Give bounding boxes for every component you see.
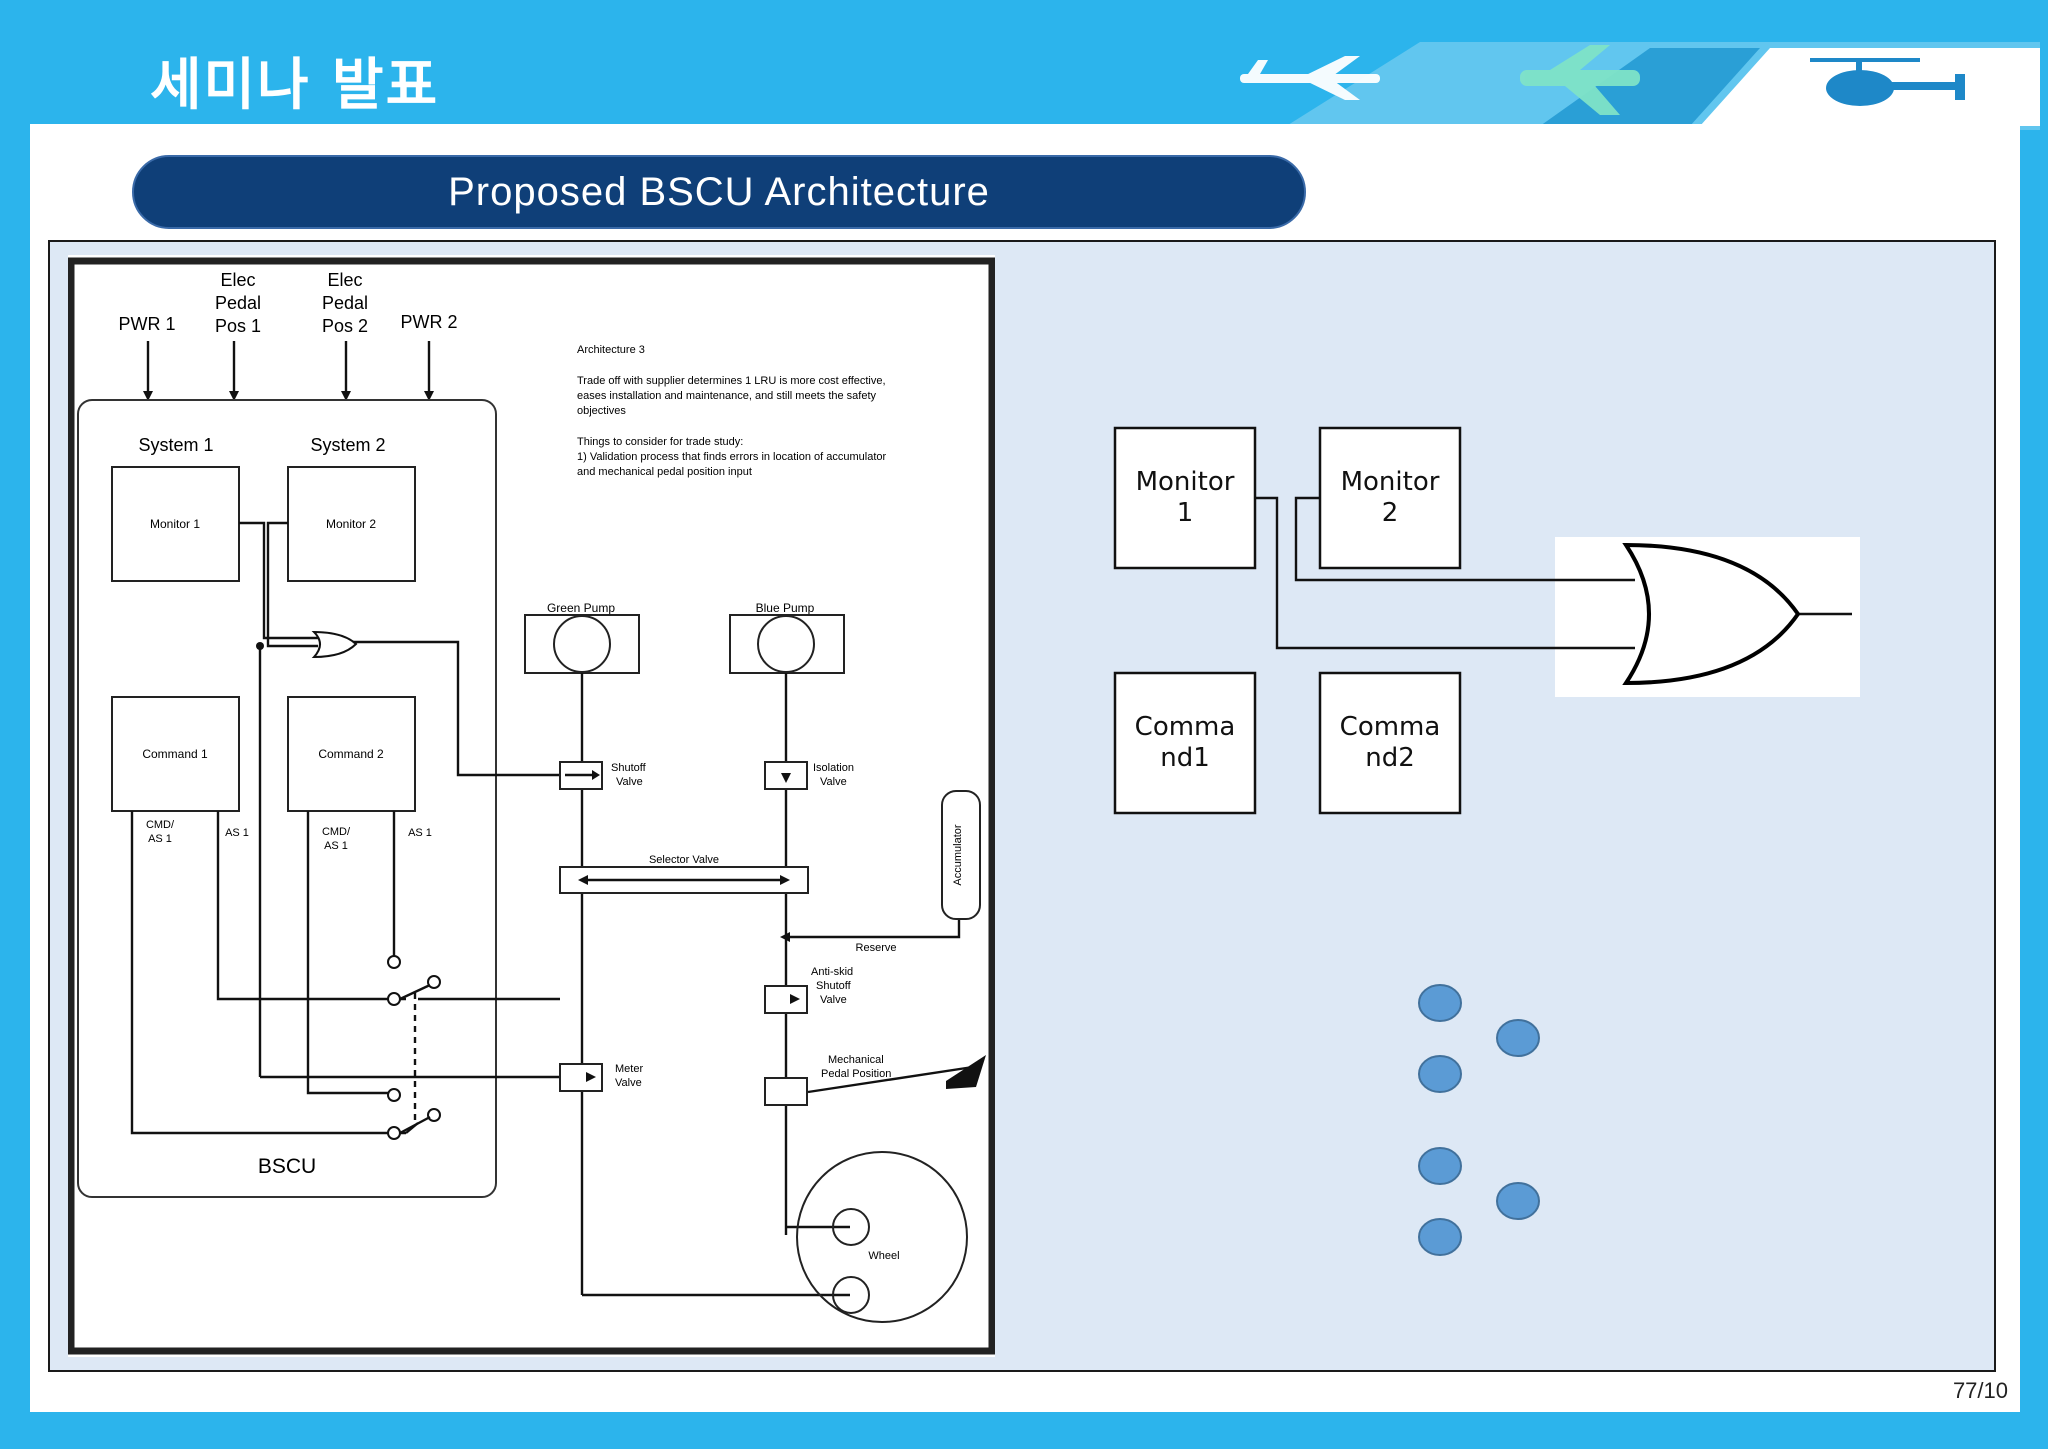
circle-5 <box>1496 1182 1540 1220</box>
circle-3 <box>1418 1055 1462 1093</box>
monitor-wires <box>1255 496 1852 650</box>
monitor2-label: Monitor 2 <box>1340 467 1440 528</box>
helicopter-icon <box>1810 58 1965 106</box>
label-cmd-as-1b: AS 1 <box>148 833 172 845</box>
blue-pump-icon <box>757 615 815 673</box>
circle-2 <box>1496 1019 1540 1057</box>
scan-monitor1-label: Monitor 1 <box>150 517 200 531</box>
meter-valve-box <box>559 1063 603 1092</box>
label-mechanical-1: Mechanical <box>828 1054 884 1066</box>
label-cmd-as-1a: CMD/ <box>146 819 175 831</box>
input-arrowheads <box>143 391 434 401</box>
or-gate <box>1622 542 1801 686</box>
title-banner <box>132 155 1306 229</box>
command2-label: Comma nd2 <box>1339 712 1441 773</box>
page-number: 77/10 <box>1952 1378 2008 1403</box>
mechanical-pedal-box <box>764 1077 808 1106</box>
notes-para2-line1: Things to consider for trade study: <box>577 436 743 448</box>
scan-command1-label: Command 1 <box>142 747 208 761</box>
monitor1-box <box>1113 426 1257 570</box>
command1-label: Comma nd1 <box>1134 712 1236 773</box>
label-elec1-line3: Pos 1 <box>215 316 261 336</box>
label-accumulator: Accumulator <box>952 824 964 885</box>
switch-arms <box>399 983 431 1135</box>
label-isolation-2: Valve <box>820 776 847 788</box>
notes-heading: Architecture 3 <box>577 344 645 356</box>
label-green-pump: Green Pump <box>547 601 615 615</box>
label-shutoff-1: Shutoff <box>611 762 647 774</box>
blue-pump-box <box>729 614 845 674</box>
scan-or-gate <box>311 630 358 659</box>
antiskid-valve-box <box>764 985 808 1014</box>
label-pwr1: PWR 1 <box>118 314 175 334</box>
label-elec1-line2: Pedal <box>215 293 261 313</box>
scan-command2-box <box>287 696 416 812</box>
label-bscu: BSCU <box>258 1155 316 1178</box>
circle-1 <box>1418 984 1462 1022</box>
input-arrows <box>146 341 431 395</box>
slide-title: 세미나 발표 <box>150 53 440 118</box>
scan-command1-box <box>111 696 240 812</box>
notes-para1-line2: eases installation and maintenance, and … <box>577 390 877 402</box>
scan-switches <box>387 955 441 1140</box>
label-elec2-line3: Pos 2 <box>322 316 368 336</box>
label-pwr2: PWR 2 <box>400 312 457 332</box>
label-blue-pump: Blue Pump <box>756 601 815 615</box>
label-antiskid-3: Valve <box>820 994 847 1006</box>
banner-title: Proposed BSCU Architecture <box>448 170 990 214</box>
label-meter-1: Meter <box>615 1063 643 1075</box>
wheel-icon <box>796 1151 968 1323</box>
green-pump-box <box>524 614 640 674</box>
label-as1-b: AS 1 <box>408 827 432 839</box>
label-mechanical-2: Pedal Position <box>821 1068 891 1080</box>
circle-group <box>1418 984 1540 1256</box>
label-isolation-1: Isolation <box>813 762 854 774</box>
pedal-icon <box>946 1055 986 1089</box>
circle-4 <box>1418 1147 1462 1185</box>
monitor1-label: Monitor 1 <box>1135 467 1235 528</box>
label-elec1-line1: Elec <box>220 270 255 290</box>
scanned-figure-card <box>68 255 995 1357</box>
label-as1-a: AS 1 <box>225 827 249 839</box>
airplane-icon <box>1520 45 1640 115</box>
label-selector-valve: Selector Valve <box>649 854 719 866</box>
label-cmd-as-2a: CMD/ <box>322 826 351 838</box>
scan-command2-label: Command 2 <box>318 747 384 761</box>
bscu-architecture-figure: PWR 1 Elec Pedal Pos 1 Elec Pedal Pos 2 … <box>68 257 995 1355</box>
label-shutoff-2: Valve <box>616 776 643 788</box>
green-pump-icon <box>553 615 611 673</box>
label-antiskid-1: Anti-skid <box>811 966 853 978</box>
bscu-wiring <box>130 521 560 1135</box>
label-elec2-line1: Elec <box>327 270 362 290</box>
label-system1: System 1 <box>138 435 213 455</box>
label-system2: System 2 <box>310 435 385 455</box>
notes-para1-line1: Trade off with supplier determines 1 LRU… <box>577 375 886 387</box>
label-meter-2: Valve <box>615 1077 642 1089</box>
bscu-outline <box>77 399 497 1198</box>
header-aircraft-strip <box>1240 42 2040 130</box>
circle-6 <box>1418 1218 1462 1256</box>
figure-border <box>68 257 995 1355</box>
label-wheel: Wheel <box>868 1250 899 1262</box>
label-reserve: Reserve <box>856 942 897 954</box>
label-antiskid-2: Shutoff <box>816 980 852 992</box>
notes-para2-line3: and mechanical pedal position input <box>577 466 752 478</box>
airplane-icon <box>1240 56 1380 100</box>
monitor2-box <box>1318 426 1462 570</box>
label-cmd-as-2b: AS 1 <box>324 840 348 852</box>
label-elec2-line2: Pedal <box>322 293 368 313</box>
scan-monitor2-label: Monitor 2 <box>326 517 376 531</box>
notes-para2-line2: 1) Validation process that finds errors … <box>577 451 887 463</box>
monitor-command-diagram <box>1113 426 1860 815</box>
notes-para1-line3: objectives <box>577 405 626 417</box>
command1-box <box>1113 671 1257 815</box>
junction-dot <box>256 642 264 650</box>
command2-box <box>1318 671 1462 815</box>
accumulator-box <box>941 790 981 920</box>
